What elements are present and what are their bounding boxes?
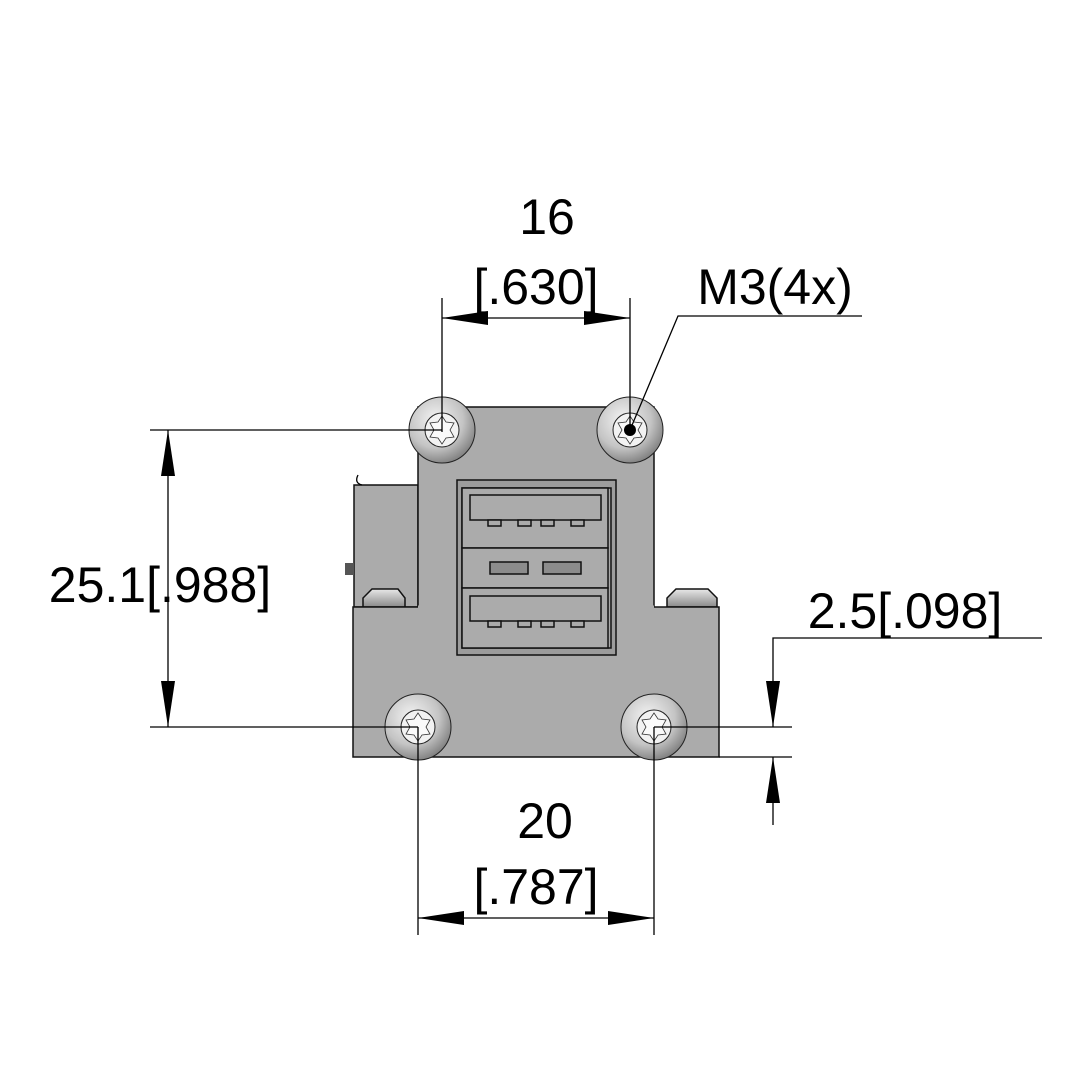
dimension-offset: 2.5[.098] [654, 583, 1042, 825]
right-lug [666, 588, 718, 608]
usb-connector [456, 479, 617, 656]
arrow-right [584, 311, 630, 325]
dim-787-text: [.787] [473, 859, 598, 915]
arrow-left [442, 311, 488, 325]
thread-callout: M3(4x) [629, 259, 862, 431]
dim-630-text: [.630] [473, 259, 598, 315]
left-lug [362, 588, 406, 608]
dimension-top: 16 [.630] [441, 189, 631, 432]
side-bracket [353, 484, 419, 608]
side-hook [356, 474, 363, 486]
dimension-bottom: 20 [.787] [417, 727, 655, 935]
bracket-part [345, 396, 720, 761]
dimension-height: 25.1[.988] [49, 429, 442, 728]
usb-divider [461, 547, 609, 589]
dim-16-text: 16 [519, 189, 575, 245]
dim-20-text: 20 [517, 793, 573, 849]
dim-2-5-text: 2.5[.098] [808, 583, 1003, 639]
m3-text: M3(4x) [697, 259, 853, 315]
dim-25-1-text: 25.1[.988] [49, 557, 271, 613]
side-tab [345, 563, 354, 575]
